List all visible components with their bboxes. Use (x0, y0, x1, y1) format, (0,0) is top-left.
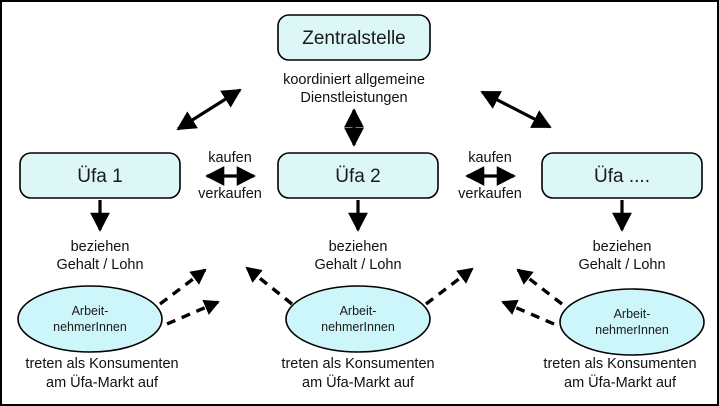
zentralstelle-box[interactable] (277, 14, 431, 61)
dashed-arrow-consumer-1a (158, 268, 207, 306)
node-arbeitnehmerinnen-1[interactable]: Arbeit- nehmerInnen (17, 285, 163, 353)
dashed-arrow-consumer-3b (501, 299, 555, 326)
salary-1-line2: Gehalt / Lohn (56, 257, 143, 273)
dashed-arrow-consumer-3a (516, 268, 564, 306)
dashed-arrow-consumer-2b (424, 267, 474, 306)
zentralstelle-caption-line1: koordiniert allgemeine (283, 72, 425, 88)
node-arbeitnehmerinnen-3[interactable]: Arbeit- nehmerInnen (559, 288, 705, 356)
dashed-arrow-consumer-1b (166, 299, 220, 326)
arbeitnehmerinnen-3-line1: Arbeit- (614, 307, 651, 321)
node-arbeitnehmerinnen-2[interactable]: Arbeit- nehmerInnen (285, 285, 431, 353)
salary-1-line1: beziehen (71, 239, 130, 255)
salary-label-1: beziehen Gehalt / Lohn (56, 239, 143, 273)
arbeitnehmerinnen-3-line2: nehmerInnen (595, 323, 669, 337)
trade-right-bottom-label: verkaufen (458, 186, 522, 202)
arbeitnehmerinnen-2-line2: nehmerInnen (321, 320, 395, 334)
salary-3-line2: Gehalt / Lohn (578, 257, 665, 273)
trade-left-group: kaufen verkaufen (198, 150, 262, 202)
arrow-zentralstelle-uefa1 (176, 88, 242, 131)
uefa-n-box[interactable] (541, 152, 703, 199)
arbeitnehmerinnen-1-line1: Arbeit- (72, 304, 109, 318)
zentralstelle-caption: koordiniert allgemeine Dienstleistungen (283, 72, 425, 106)
consumer-3-line2: am Üfa-Markt auf (564, 373, 677, 391)
arbeitnehmerinnen-1-line2: nehmerInnen (53, 320, 127, 334)
uefa-2-box[interactable] (277, 152, 439, 199)
consumer-2-line2: am Üfa-Markt auf (302, 373, 415, 391)
arbeitnehmerinnen-2-ellipse[interactable] (285, 285, 431, 353)
salary-3-line1: beziehen (593, 239, 652, 255)
arbeitnehmerinnen-2-line1: Arbeit- (340, 304, 377, 318)
zentralstelle-label: Zentralstelle (302, 28, 406, 49)
node-uefa-n[interactable]: Üfa .... (541, 152, 703, 199)
trade-left-bottom-label: verkaufen (198, 186, 262, 202)
trade-right-top-label: kaufen (468, 150, 512, 166)
consumer-3-line1: treten als Konsumenten (543, 356, 696, 372)
salary-label-2: beziehen Gehalt / Lohn (314, 239, 401, 273)
uefa-1-box[interactable] (19, 152, 181, 199)
node-uefa-2[interactable]: Üfa 2 (277, 152, 439, 199)
trade-left-top-label: kaufen (208, 150, 252, 166)
arbeitnehmerinnen-1-ellipse[interactable] (17, 285, 163, 353)
consumer-caption-3: treten als Konsumenten am Üfa-Markt auf (543, 356, 696, 391)
salary-label-3: beziehen Gehalt / Lohn (578, 239, 665, 273)
node-uefa-1[interactable]: Üfa 1 (19, 152, 181, 199)
uefa-n-label: Üfa .... (594, 166, 650, 187)
salary-2-line2: Gehalt / Lohn (314, 257, 401, 273)
uefa-2-label: Üfa 2 (335, 166, 380, 187)
salary-2-line1: beziehen (329, 239, 388, 255)
consumer-1-line1: treten als Konsumenten (25, 356, 178, 372)
trade-right-group: kaufen verkaufen (458, 150, 522, 202)
node-zentralstelle[interactable]: Zentralstelle (277, 14, 431, 61)
consumer-caption-2: treten als Konsumenten am Üfa-Markt auf (281, 356, 434, 391)
consumer-2-line1: treten als Konsumenten (281, 356, 434, 372)
zentralstelle-caption-line2: Dienstleistungen (300, 90, 407, 106)
arbeitnehmerinnen-3-ellipse[interactable] (559, 288, 705, 356)
consumer-1-line2: am Üfa-Markt auf (46, 373, 159, 391)
uefa-1-label: Üfa 1 (77, 166, 122, 187)
consumer-caption-1: treten als Konsumenten am Üfa-Markt auf (25, 356, 178, 391)
dashed-arrow-consumer-2a (245, 266, 294, 306)
arrow-zentralstelle-uefan (480, 90, 552, 129)
